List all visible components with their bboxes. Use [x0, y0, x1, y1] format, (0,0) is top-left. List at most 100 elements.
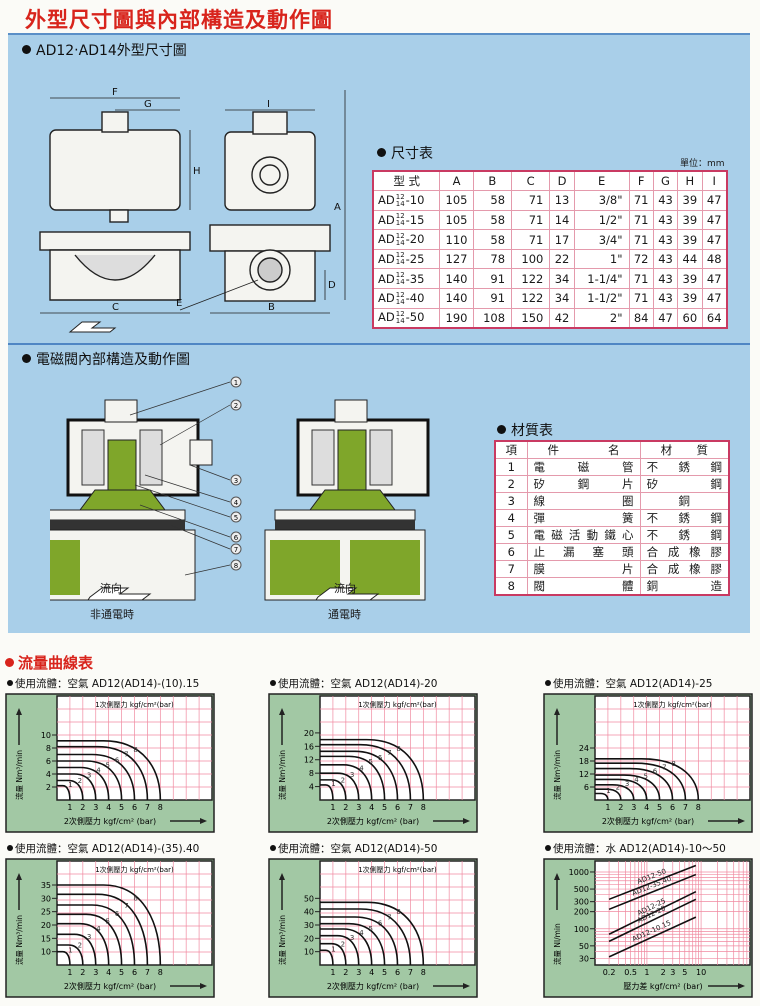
curve-label: 3 — [350, 771, 354, 779]
model-prefix: AD — [378, 212, 395, 227]
curve-label: 2 — [341, 776, 345, 784]
model-top: 12 — [395, 290, 405, 299]
section-divider — [8, 343, 750, 345]
flow-curve-7 — [320, 743, 412, 801]
curve-label: 8 — [133, 746, 137, 754]
chart-caption: 使用流體：空氣 AD12(AD14)-20 — [270, 676, 437, 691]
size-cell: 71 — [511, 190, 551, 211]
curve-label: 3 — [625, 780, 629, 788]
model-suffix: -20 — [405, 232, 425, 247]
size-header-cell: B — [472, 170, 513, 192]
curve-label: 5 — [369, 758, 373, 766]
x-tick-label: 5 — [382, 803, 387, 812]
flow-line — [608, 873, 697, 911]
dim-G: G — [144, 99, 152, 110]
unit-label: 單位：mm — [680, 159, 725, 169]
curve-label: 6 — [378, 920, 383, 928]
flow-curve-2 — [57, 779, 84, 801]
flow-curve-5 — [57, 913, 123, 966]
model-bottom: 14 — [395, 238, 405, 247]
chart-caption: 使用流體：水 AD12(AD14)-10～50 — [545, 841, 726, 856]
size-cell: 190 — [439, 307, 474, 329]
flow-curve-1 — [595, 792, 609, 801]
x-tick-label: 8 — [421, 803, 426, 812]
size-cell: 58 — [472, 229, 513, 250]
y-axis-label: 流量 Nm³/min — [14, 915, 24, 965]
y-tick-label: 10 — [41, 948, 51, 957]
callout-number: 5 — [234, 514, 238, 522]
x-tick-label: 6 — [670, 803, 675, 812]
chart-title: 1次側壓力 kgf/cm²(bar) — [95, 865, 174, 874]
y-tick-label: 30 — [579, 954, 589, 963]
flow-line — [608, 916, 697, 958]
callout-8 — [230, 559, 242, 571]
x-tick-label: 2 — [661, 968, 666, 977]
curve-label: 8 — [396, 908, 400, 916]
coil-winding — [139, 429, 163, 486]
flow-curve-6 — [320, 916, 399, 966]
y-axis-label: 流量 Nl/min — [552, 923, 562, 965]
size-cell: 105 — [439, 190, 474, 211]
curve-label: 8 — [133, 895, 137, 903]
flow-curve-7 — [320, 908, 412, 966]
internal-heading: 電磁閥內部構造及動作圖 — [22, 349, 190, 369]
x-tick-label: 5 — [657, 803, 662, 812]
coil-front — [49, 129, 181, 211]
curve-label: 1 — [331, 946, 335, 954]
flange-front — [39, 231, 191, 251]
callout-number: 1 — [234, 379, 238, 387]
bullet-icon — [545, 845, 551, 851]
curve-label: 2 — [78, 777, 82, 785]
model-bottom: 14 — [395, 278, 405, 287]
y-tick-label: 6 — [46, 757, 51, 766]
y-tick-label: 40 — [304, 908, 314, 917]
size-cell: 43 — [652, 190, 679, 211]
flow-curve-8 — [320, 738, 425, 801]
size-header-cell: F — [628, 170, 654, 192]
size-cell: 105 — [439, 209, 474, 231]
material-material: 銅造 — [639, 577, 730, 596]
x-tick-label: 8 — [158, 803, 163, 812]
y-tick-label: 20 — [41, 921, 51, 930]
size-cell: 91 — [472, 268, 513, 290]
flow-curve-8 — [595, 758, 700, 801]
size-header-cell: H — [677, 170, 703, 192]
curve-label: 6 — [653, 767, 658, 775]
flow-curve-3 — [320, 772, 360, 801]
bullet-icon — [22, 354, 31, 363]
curve-label: 1 — [68, 947, 72, 955]
x-tick-label: 1 — [644, 968, 649, 977]
size-cell: 140 — [439, 288, 474, 309]
material-part: 電磁活動鐵心 — [526, 526, 641, 544]
chart-caption: 使用流體：空氣 AD12(AD14)-25 — [545, 676, 712, 691]
size-header-cell: E — [573, 170, 630, 192]
size-cell: 47 — [652, 307, 679, 329]
y-tick-label: 50 — [304, 894, 314, 903]
flow-curve-3 — [57, 773, 97, 801]
model-bottom: 14 — [395, 219, 405, 228]
size-cell: 71 — [628, 268, 654, 290]
flow-curve-1 — [320, 784, 334, 801]
x-tick-label: 2 — [80, 803, 85, 812]
size-header-cell: G — [652, 170, 679, 192]
size-cell: 34 — [549, 268, 575, 290]
model-bottom: 14 — [395, 258, 405, 267]
chart-caption: 使用流體：空氣 AD12(AD14)-(10).15 — [7, 676, 199, 691]
y-axis-label: 流量 Nm³/min — [277, 750, 287, 800]
material-no: 3 — [494, 492, 528, 510]
flow-curve-4 — [320, 763, 373, 801]
curve-label: 7 — [387, 749, 391, 757]
x-tick-label: 4 — [369, 803, 374, 812]
x-axis-label: 2次側壓力 kgf/cm² (bar) — [327, 816, 419, 826]
model-top: 12 — [395, 271, 405, 280]
dim-D: D — [328, 280, 336, 291]
